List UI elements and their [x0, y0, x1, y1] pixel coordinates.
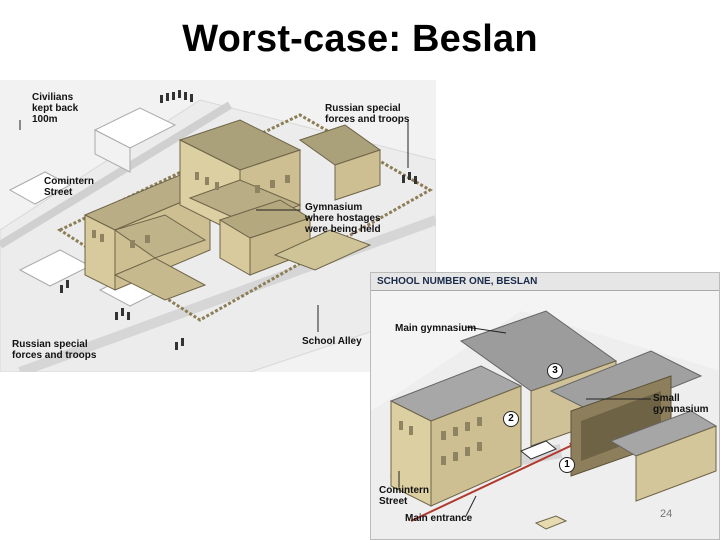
page-number: 24 [660, 508, 673, 520]
slide-title: Worst-case: Beslan [182, 18, 538, 60]
overview-map-drawing [0, 80, 436, 372]
label-gymnasium-hostages: Gymnasium where hostages were being held [305, 202, 381, 235]
overview-map-illustration: Civilians kept back 100m Russian special… [0, 80, 436, 372]
detail-map-drawing [371, 291, 719, 539]
label-main-gymnasium: Main gymnasium [395, 323, 477, 334]
label-main-entrance: Main entrance [405, 513, 473, 524]
label-comintern-street-detail: Comintern Street [379, 485, 429, 507]
label-small-gymnasium: Small gymnasium [653, 393, 709, 415]
label-forces-top: Russian special forces and troops [325, 103, 410, 125]
marker-3: 3 [547, 363, 563, 379]
detail-map-header: SCHOOL NUMBER ONE, BESLAN [371, 273, 719, 291]
label-school-alley: School Alley [302, 336, 362, 347]
label-civilians: Civilians kept back 100m [32, 92, 79, 125]
detail-map-illustration: SCHOOL NUMBER ONE, BESLAN [370, 272, 720, 540]
marker-1: 1 [559, 457, 575, 473]
label-comintern-street: Comintern Street [44, 176, 94, 198]
label-forces-bottom: Russian special forces and troops [12, 339, 97, 361]
marker-2: 2 [503, 411, 519, 427]
